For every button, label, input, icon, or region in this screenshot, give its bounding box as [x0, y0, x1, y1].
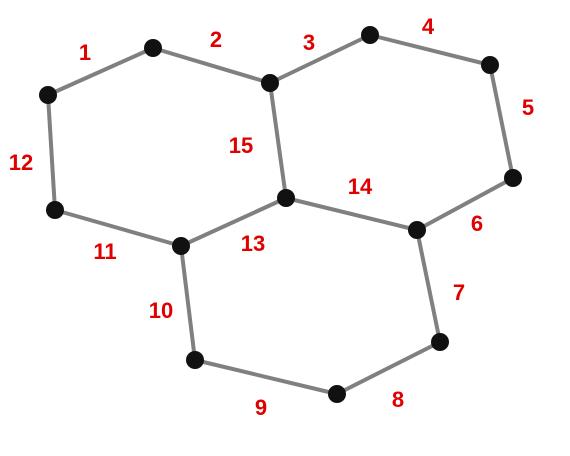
edge-3: [268, 33, 372, 85]
edge-6: [415, 176, 515, 232]
node-H: [431, 333, 449, 351]
edge-label-15: 15: [229, 133, 253, 158]
edge-5: [488, 63, 515, 180]
node-J: [186, 351, 204, 369]
edge-8: [335, 340, 442, 396]
edge-13: [179, 196, 288, 248]
edge-4: [368, 33, 492, 67]
edge-1: [46, 46, 155, 97]
edge-label-7: 7: [453, 280, 465, 305]
node-A: [39, 86, 57, 104]
node-L: [46, 201, 64, 219]
edge-2: [151, 46, 272, 85]
edge-label-3: 3: [303, 30, 315, 55]
node-C: [261, 74, 279, 92]
edge-label-9: 9: [255, 395, 267, 420]
edge-label-2: 2: [210, 27, 222, 52]
node-D: [361, 26, 379, 44]
edge-14: [284, 196, 419, 232]
edge-10: [179, 244, 197, 362]
edge-label-4: 4: [422, 14, 435, 39]
edge-label-11: 11: [93, 239, 116, 264]
node-B: [144, 39, 162, 57]
node-E: [481, 56, 499, 74]
edge-label-5: 5: [522, 95, 534, 120]
node-I: [328, 385, 346, 403]
edge-15: [268, 81, 288, 200]
edge-label-10: 10: [149, 298, 173, 323]
edge-12: [46, 93, 57, 212]
edge-11: [53, 208, 183, 248]
edge-label-14: 14: [348, 174, 373, 199]
nodes-layer: [39, 26, 522, 403]
edges-layer: [46, 33, 515, 396]
node-F: [504, 169, 522, 187]
edge-label-13: 13: [241, 231, 265, 256]
edge-9: [193, 358, 339, 396]
node-G: [408, 221, 426, 239]
edge-label-6: 6: [471, 211, 483, 236]
edge-7: [415, 228, 442, 344]
edge-label-8: 8: [392, 387, 404, 412]
edge-label-1: 1: [79, 40, 91, 65]
node-K: [172, 237, 190, 255]
node-M: [277, 189, 295, 207]
edge-label-12: 12: [9, 150, 33, 175]
